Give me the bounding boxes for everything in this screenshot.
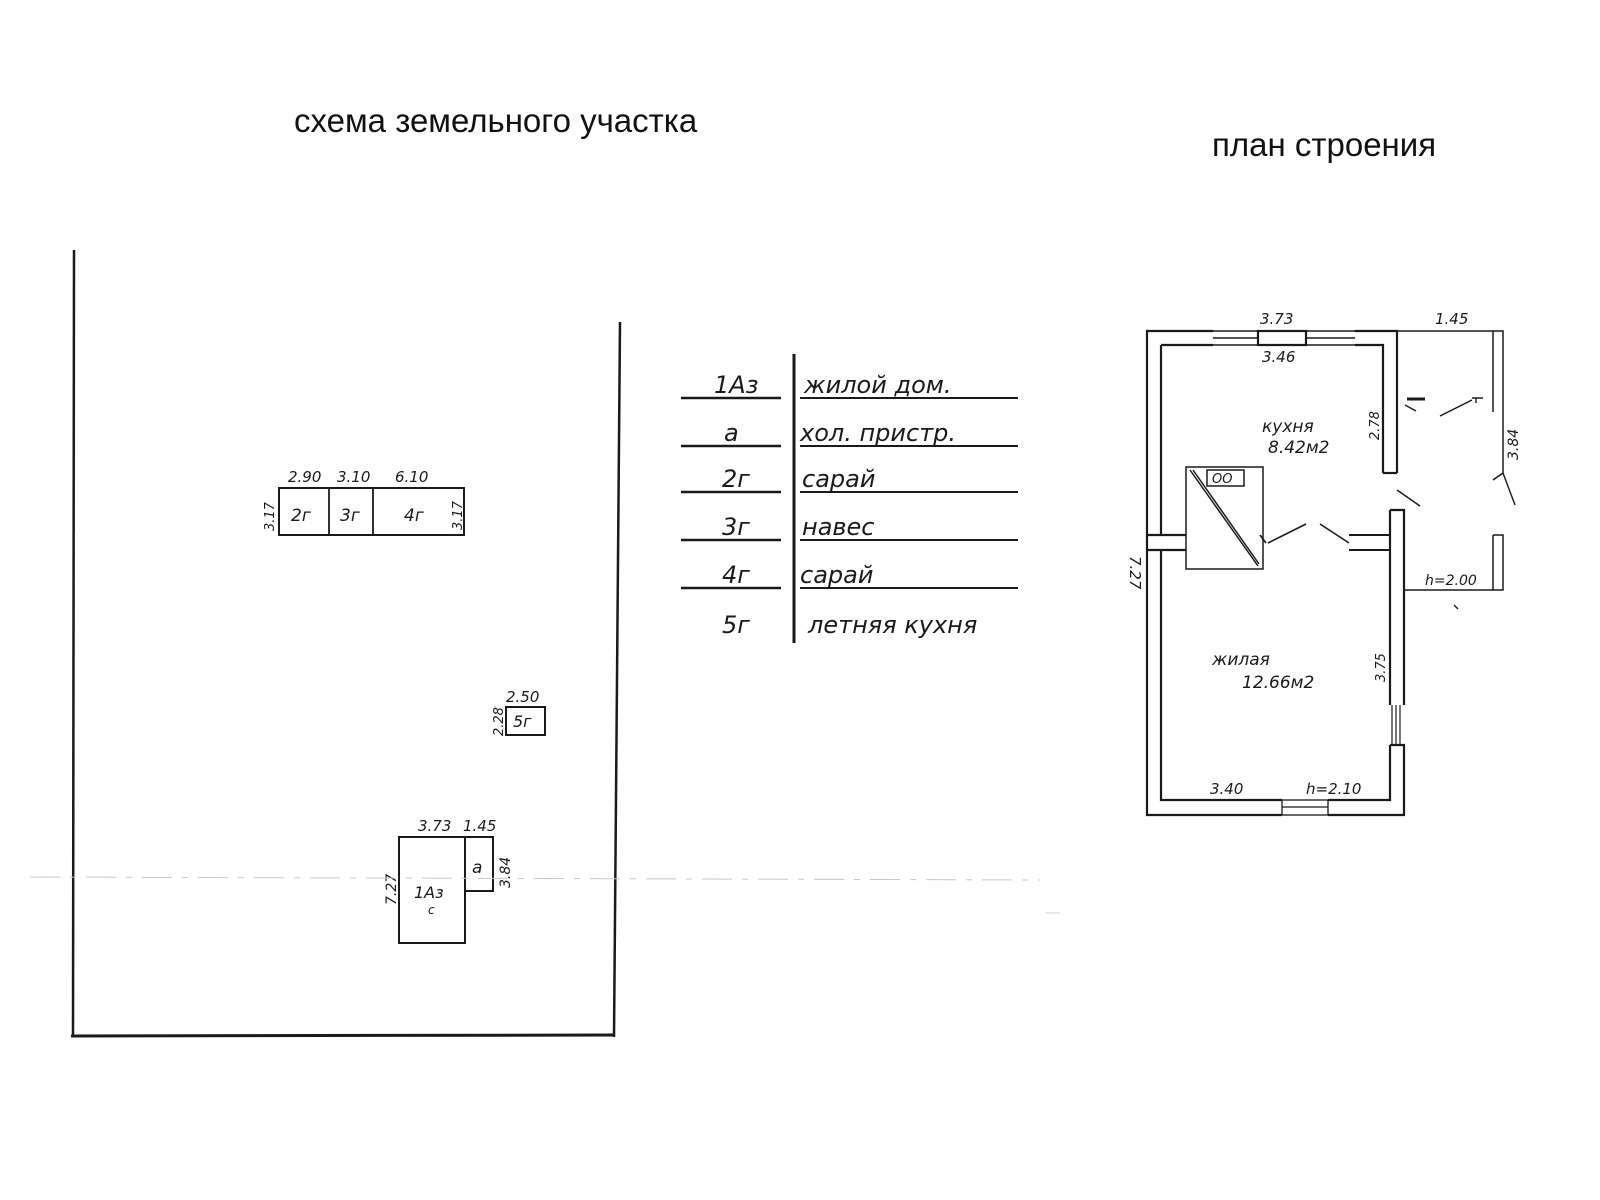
- plan-dim-bottom: 3.40: [1210, 780, 1243, 798]
- plan-dim-top-outer: 3.73: [1260, 310, 1293, 328]
- summer-kitchen-5g: 2.50 2.28 5г: [492, 688, 546, 736]
- plan-height-annex: h=2.00: [1425, 573, 1477, 589]
- plan-dim-annex-side: 3.84: [1506, 429, 1522, 460]
- site-boundary: [70, 249, 622, 1038]
- stove-mark: ОО: [1212, 472, 1232, 487]
- kitchen5-width: 2.50: [506, 688, 539, 706]
- plan-height-main: h=2.10: [1306, 780, 1361, 798]
- site-scheme-title: схема земельного участка: [294, 102, 698, 139]
- annex-label: а: [472, 858, 482, 878]
- legend-desc: сарай: [802, 465, 875, 493]
- legend-desc: навес: [802, 513, 875, 541]
- legend-code: 1Аз: [714, 371, 758, 399]
- kitchen-room-name: кухня: [1262, 417, 1314, 437]
- shed-2g-width: 2.90: [288, 468, 321, 486]
- house-label: 1Аз: [414, 883, 444, 902]
- legend-desc: хол. пристр.: [799, 419, 956, 447]
- living-room-name: жилая: [1211, 650, 1270, 670]
- annex-height: 3.84: [498, 857, 514, 888]
- legend-table: 1Аз жилой дом. а хол. пристр. 2г сарай 3…: [681, 354, 1018, 643]
- sheds-height-right: 3.17: [451, 500, 466, 530]
- plan-dim-top-inner: 3.46: [1262, 348, 1295, 366]
- legend-code: а: [724, 419, 739, 447]
- house-width: 3.73: [418, 817, 451, 835]
- floor-plan: ОО 3.73 3.46 1.45 7.27 2.78 3.84 3.75 3.…: [1126, 310, 1522, 817]
- shed-4g-label: 4г: [404, 506, 424, 526]
- shed-3g-width: 3.10: [337, 468, 370, 486]
- sheds-height-left: 3.17: [263, 501, 278, 531]
- legend-code: 4г: [722, 561, 750, 589]
- legend-desc: жилой дом.: [803, 371, 951, 399]
- legend-desc: летняя кухня: [807, 611, 977, 639]
- shed-3g-label: 3г: [340, 506, 360, 526]
- plan-dim-living-side: 3.75: [1374, 653, 1389, 682]
- legend-code: 5г: [722, 611, 750, 639]
- legend-desc: сарай: [800, 561, 873, 589]
- scan-artifact: [29, 876, 1060, 914]
- sheds-block: 2.90 3.10 6.10 3.17 3.17 2г 3г 4г: [263, 468, 466, 536]
- house-height: 7.27: [384, 874, 400, 905]
- building-plan-title: план строения: [1212, 126, 1437, 163]
- house-footprint: 3.73 1.45 7.27 3.84 а 1Аз с: [384, 817, 514, 944]
- house-sub-label: с: [428, 903, 435, 917]
- kitchen-room-area: 8.42м2: [1268, 438, 1330, 458]
- living-room-area: 12.66м2: [1242, 673, 1314, 693]
- shed-4g-width: 6.10: [395, 468, 428, 486]
- annex-width: 1.45: [463, 817, 496, 835]
- legend-code: 2г: [722, 465, 750, 493]
- plan-dim-left: 7.27: [1126, 556, 1144, 590]
- kitchen5-height: 2.28: [492, 707, 507, 736]
- kitchen5-label: 5г: [513, 712, 532, 731]
- legend-code: 3г: [722, 513, 750, 541]
- plan-dim-kitchen-side: 2.78: [1368, 411, 1383, 440]
- plan-dim-annex-top: 1.45: [1435, 310, 1468, 328]
- shed-2g-label: 2г: [291, 506, 311, 526]
